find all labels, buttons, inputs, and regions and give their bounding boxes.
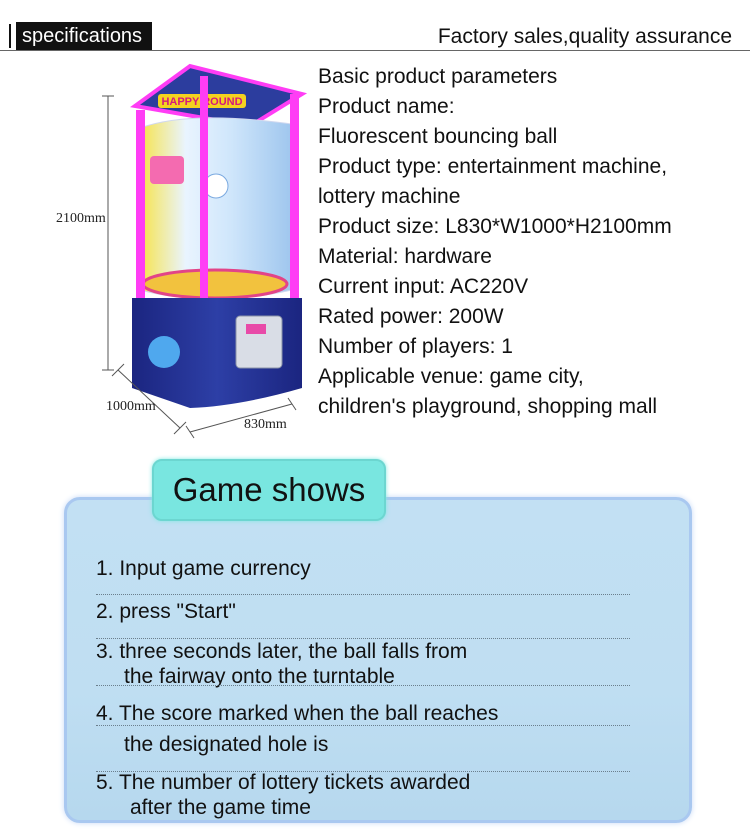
- spec-line: Rated power: 200W: [318, 305, 504, 328]
- dotted-divider: [96, 685, 630, 686]
- header-divider: [0, 50, 750, 51]
- turntable: [141, 268, 289, 300]
- step-item: 4. The score marked when the ball reache…: [96, 701, 636, 757]
- spec-line: Basic product parameters: [318, 65, 558, 88]
- step-item: 2. press "Start": [96, 599, 636, 624]
- depth-dimension: [111, 363, 187, 435]
- height-dimension: [102, 95, 114, 371]
- header-marker: [9, 24, 11, 48]
- step-line: 2. press "Start": [96, 600, 236, 623]
- dotted-divider: [96, 725, 630, 726]
- depth-label: 1000mm: [106, 399, 156, 414]
- inner-sign: [150, 156, 184, 184]
- spec-list: Basic product parameters Product name: F…: [318, 62, 743, 422]
- spec-line: Product name:: [318, 95, 455, 118]
- spec-line: Material: hardware: [318, 245, 492, 268]
- dotted-divider: [96, 594, 630, 595]
- dotted-divider: [96, 638, 630, 639]
- neon-pillar-left: [136, 110, 145, 310]
- step-line: 3. three seconds later, the ball falls f…: [96, 640, 468, 663]
- step-line: 5. The number of lottery tickets awarded: [96, 771, 471, 794]
- width-dimension: [185, 397, 297, 439]
- neon-pillar-right: [290, 94, 299, 308]
- step-line: after the game time: [130, 796, 311, 819]
- step-line: 1. Input game currency: [96, 557, 311, 580]
- dotted-divider: [96, 771, 630, 772]
- start-button-graphic: [246, 324, 266, 334]
- machine-illustration: 2100mm HAPPY ROUND 1000mm 830mm: [56, 63, 308, 439]
- step-item: 3. three seconds later, the ball falls f…: [96, 639, 636, 689]
- coin-panel: [235, 315, 283, 369]
- spec-line: Product size: L830*W1000*H2100mm: [318, 215, 672, 238]
- game-shows-panel: [64, 497, 692, 823]
- step-line: the fairway onto the turntable: [124, 665, 395, 688]
- section-tag: specifications: [16, 22, 153, 50]
- section-header: specifications Factory sales,quality ass…: [0, 18, 750, 52]
- spec-line: Current input: AC220V: [318, 275, 529, 298]
- base-decor: [148, 336, 180, 368]
- spec-line: children's playground, shopping mall: [318, 395, 658, 418]
- neon-pillar-center: [200, 76, 208, 316]
- spec-line: lottery machine: [318, 185, 461, 208]
- step-item: 1. Input game currency: [96, 556, 636, 581]
- step-item: 5. The number of lottery tickets awarded…: [96, 770, 636, 820]
- height-label: 2100mm: [56, 211, 106, 226]
- step-line: the designated hole is: [124, 733, 329, 756]
- spec-line: Product type: entertainment machine,: [318, 155, 668, 178]
- width-label: 830mm: [244, 417, 287, 432]
- step-line: 4. The score marked when the ball reache…: [96, 702, 499, 725]
- spec-line: Applicable venue: game city,: [318, 365, 584, 388]
- spec-line: Fluorescent bouncing ball: [318, 125, 558, 148]
- spec-line: Number of players: 1: [318, 335, 513, 358]
- game-shows-title: Game shows: [152, 459, 386, 521]
- header-tagline: Factory sales,quality assurance: [437, 25, 732, 48]
